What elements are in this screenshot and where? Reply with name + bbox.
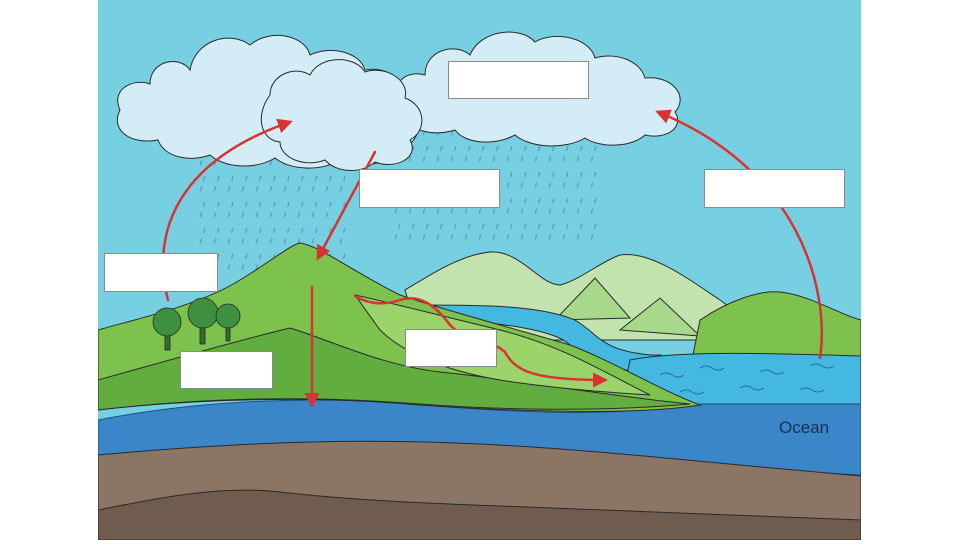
rain-streak <box>534 145 541 163</box>
rain-streak <box>408 145 415 163</box>
rain-streak <box>227 201 234 219</box>
rain-streak <box>213 201 220 219</box>
rain-streak <box>464 145 471 163</box>
mountain-peak-right <box>618 297 702 337</box>
rain-streak <box>241 201 248 219</box>
rain-streak <box>576 145 583 163</box>
rain-streak <box>548 145 555 163</box>
rain-streak <box>576 197 583 215</box>
top-cloud-box[interactable] <box>448 61 589 99</box>
rain-streak <box>506 171 513 189</box>
rain-streak <box>590 145 597 163</box>
rain-streak <box>255 201 262 219</box>
rain-streak <box>520 223 527 241</box>
rain-streak <box>562 223 569 241</box>
rain-streak <box>422 145 429 163</box>
rain-streak <box>255 175 262 193</box>
rain-streak <box>339 227 346 245</box>
rain-streak <box>520 171 527 189</box>
rain-streak <box>255 227 262 245</box>
cloud-middle <box>260 59 423 171</box>
trees <box>152 297 241 351</box>
rain-streak <box>478 223 485 241</box>
rain-streak <box>325 175 332 193</box>
rain-streak <box>464 223 471 241</box>
rain-streak <box>436 145 443 163</box>
rain-streak <box>576 223 583 241</box>
valley-field <box>353 294 651 396</box>
rain-streak <box>506 223 513 241</box>
rain-streak <box>506 197 513 215</box>
light-slope <box>98 327 691 411</box>
rain-streak <box>227 227 234 245</box>
rain-streak <box>227 253 234 271</box>
rain-streak <box>241 175 248 193</box>
rain-streak <box>255 253 262 271</box>
rain-streak <box>548 223 555 241</box>
rain-streak <box>297 227 304 245</box>
rain-streak <box>450 223 457 241</box>
rain-streak <box>394 223 401 241</box>
rain-streak <box>576 171 583 189</box>
center-arrow-box[interactable] <box>359 169 500 208</box>
rain-streak <box>562 145 569 163</box>
rain-streak <box>311 175 318 193</box>
rain-streak <box>283 175 290 193</box>
rain-streak <box>227 175 234 193</box>
rain-streak <box>408 223 415 241</box>
rain-streak <box>269 175 276 193</box>
rain-streak <box>213 175 220 193</box>
runoff-box[interactable] <box>405 329 497 367</box>
rain-streak <box>562 197 569 215</box>
rain-streak <box>548 171 555 189</box>
lake-surface <box>619 352 861 411</box>
rain-streak <box>311 227 318 245</box>
rain-streak <box>436 223 443 241</box>
rain-streak <box>562 171 569 189</box>
ocean-label: Ocean <box>779 418 830 437</box>
rain-streak <box>283 227 290 245</box>
lake-waves <box>659 363 835 395</box>
rain-streak <box>492 145 499 163</box>
rain-streak <box>534 171 541 189</box>
rain-streak <box>297 201 304 219</box>
rain-streak <box>506 145 513 163</box>
rain-streak <box>534 223 541 241</box>
rain-streak <box>339 175 346 193</box>
rain-streak <box>548 197 555 215</box>
rain-streak <box>478 145 485 163</box>
evaporation-arrow <box>655 109 823 360</box>
runoff-arrow <box>353 294 608 388</box>
bedrock-layer <box>98 489 861 540</box>
rain-streak <box>492 223 499 241</box>
rain-streak <box>422 223 429 241</box>
rain-streak <box>325 201 332 219</box>
mountain-peak-left <box>553 277 632 321</box>
groundwater-box[interactable] <box>180 351 273 389</box>
rain-streak <box>213 227 220 245</box>
rain-streak <box>297 175 304 193</box>
rain-streak <box>199 201 206 219</box>
rain-streak <box>199 175 206 193</box>
rain-streak <box>520 197 527 215</box>
rain-streak <box>311 201 318 219</box>
rain-streak <box>450 145 457 163</box>
rain-streak <box>269 227 276 245</box>
rain-streak <box>269 201 276 219</box>
right-evaporation-box[interactable] <box>704 169 845 208</box>
rain-streak <box>283 201 290 219</box>
rain-streak <box>534 197 541 215</box>
rain-streak <box>199 227 206 245</box>
rain-streak <box>590 171 597 189</box>
rain-streak <box>590 197 597 215</box>
rain-streak <box>241 227 248 245</box>
right-hill <box>689 291 861 371</box>
rain-streak <box>520 145 527 163</box>
left-transpiration-box[interactable] <box>104 253 218 292</box>
rain-streak <box>241 253 248 271</box>
rain-streak <box>590 223 597 241</box>
